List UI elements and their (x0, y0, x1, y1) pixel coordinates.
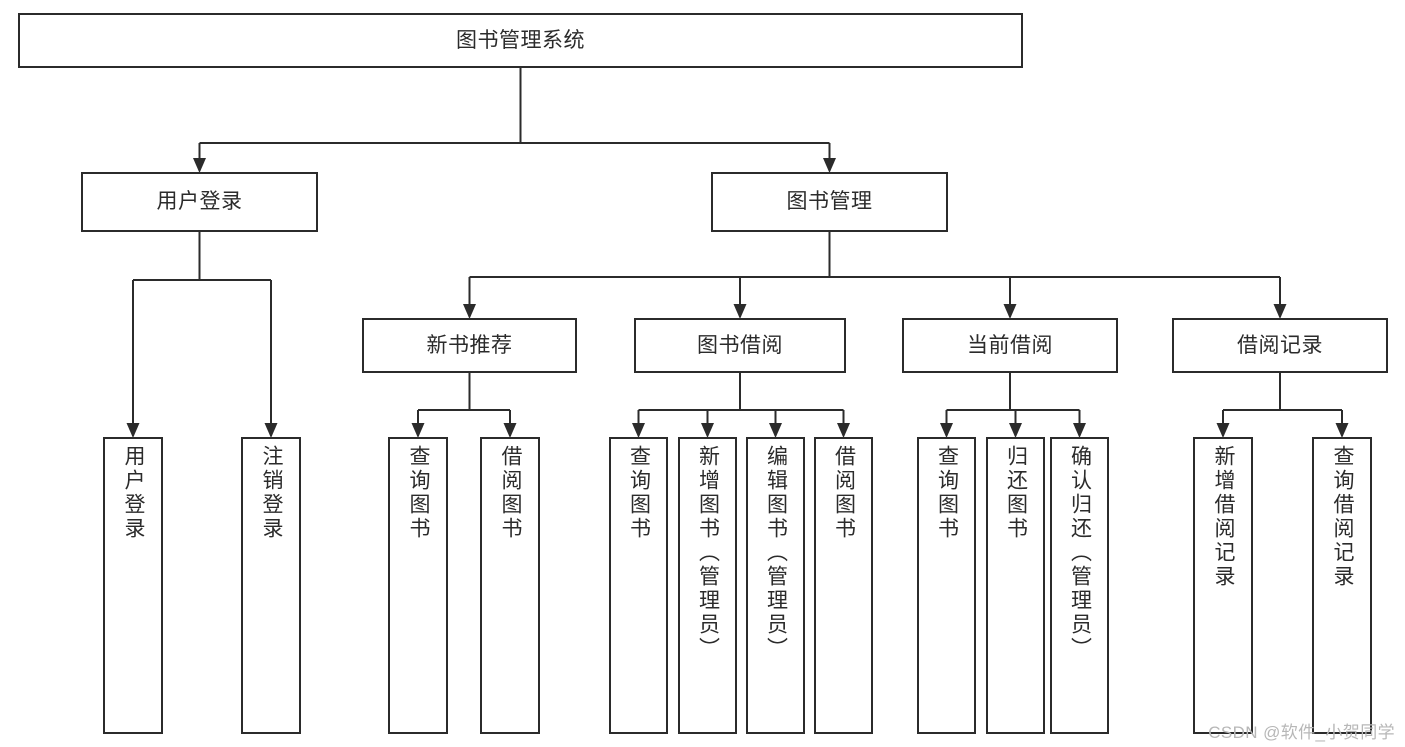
watermark-label: CSDN @软件_小贺同学 (1208, 723, 1395, 742)
node-leaf-logout: 注销登录 (241, 437, 301, 734)
node-label: 当前借阅 (967, 333, 1053, 357)
node-l2-record: 借阅记录 (1172, 318, 1388, 373)
node-label: 新增借阅记录 (1212, 445, 1236, 589)
node-leaf-query-book-a: 查询图书 (388, 437, 448, 734)
node-l2-new-book: 新书推荐 (362, 318, 577, 373)
node-leaf-confirm-return: 确认归还（管理员） (1050, 437, 1109, 734)
node-l2-current: 当前借阅 (902, 318, 1118, 373)
node-label: 新增图书（管理员） (696, 445, 720, 661)
node-label: 确认归还（管理员） (1068, 445, 1092, 661)
node-leaf-add-record: 新增借阅记录 (1193, 437, 1253, 734)
node-leaf-query-book-b: 查询图书 (609, 437, 668, 734)
node-leaf-user-login: 用户登录 (103, 437, 163, 734)
node-leaf-add-book: 新增图书（管理员） (678, 437, 737, 734)
node-l1-book-manage: 图书管理 (711, 172, 948, 232)
node-leaf-query-record: 查询借阅记录 (1312, 437, 1372, 734)
node-label: 借阅图书 (499, 445, 523, 541)
node-label: 编辑图书（管理员） (764, 445, 788, 661)
node-label: 新书推荐 (426, 333, 513, 357)
node-label: 查询图书 (935, 445, 959, 541)
node-label: 查询图书 (407, 445, 431, 541)
node-leaf-return-book: 归还图书 (986, 437, 1045, 734)
node-l1-user-login: 用户登录 (81, 172, 318, 232)
node-l2-borrow: 图书借阅 (634, 318, 846, 373)
node-label: 查询图书 (627, 445, 651, 541)
node-label: 图书管理系统 (456, 28, 585, 52)
node-label: 用户登录 (122, 445, 146, 541)
node-label: 注销登录 (260, 445, 284, 541)
node-leaf-borrow-book-a: 借阅图书 (480, 437, 540, 734)
node-label: 归还图书 (1004, 445, 1028, 541)
node-leaf-edit-book: 编辑图书（管理员） (746, 437, 805, 734)
node-root: 图书管理系统 (18, 13, 1023, 68)
node-label: 借阅图书 (832, 445, 856, 541)
node-label: 查询借阅记录 (1331, 445, 1355, 589)
node-leaf-borrow-book-b: 借阅图书 (814, 437, 873, 734)
node-label: 借阅记录 (1237, 333, 1323, 357)
node-label: 用户登录 (156, 190, 243, 214)
node-leaf-query-book-c: 查询图书 (917, 437, 976, 734)
node-label: 图书借阅 (697, 333, 783, 357)
node-label: 图书管理 (786, 190, 873, 214)
